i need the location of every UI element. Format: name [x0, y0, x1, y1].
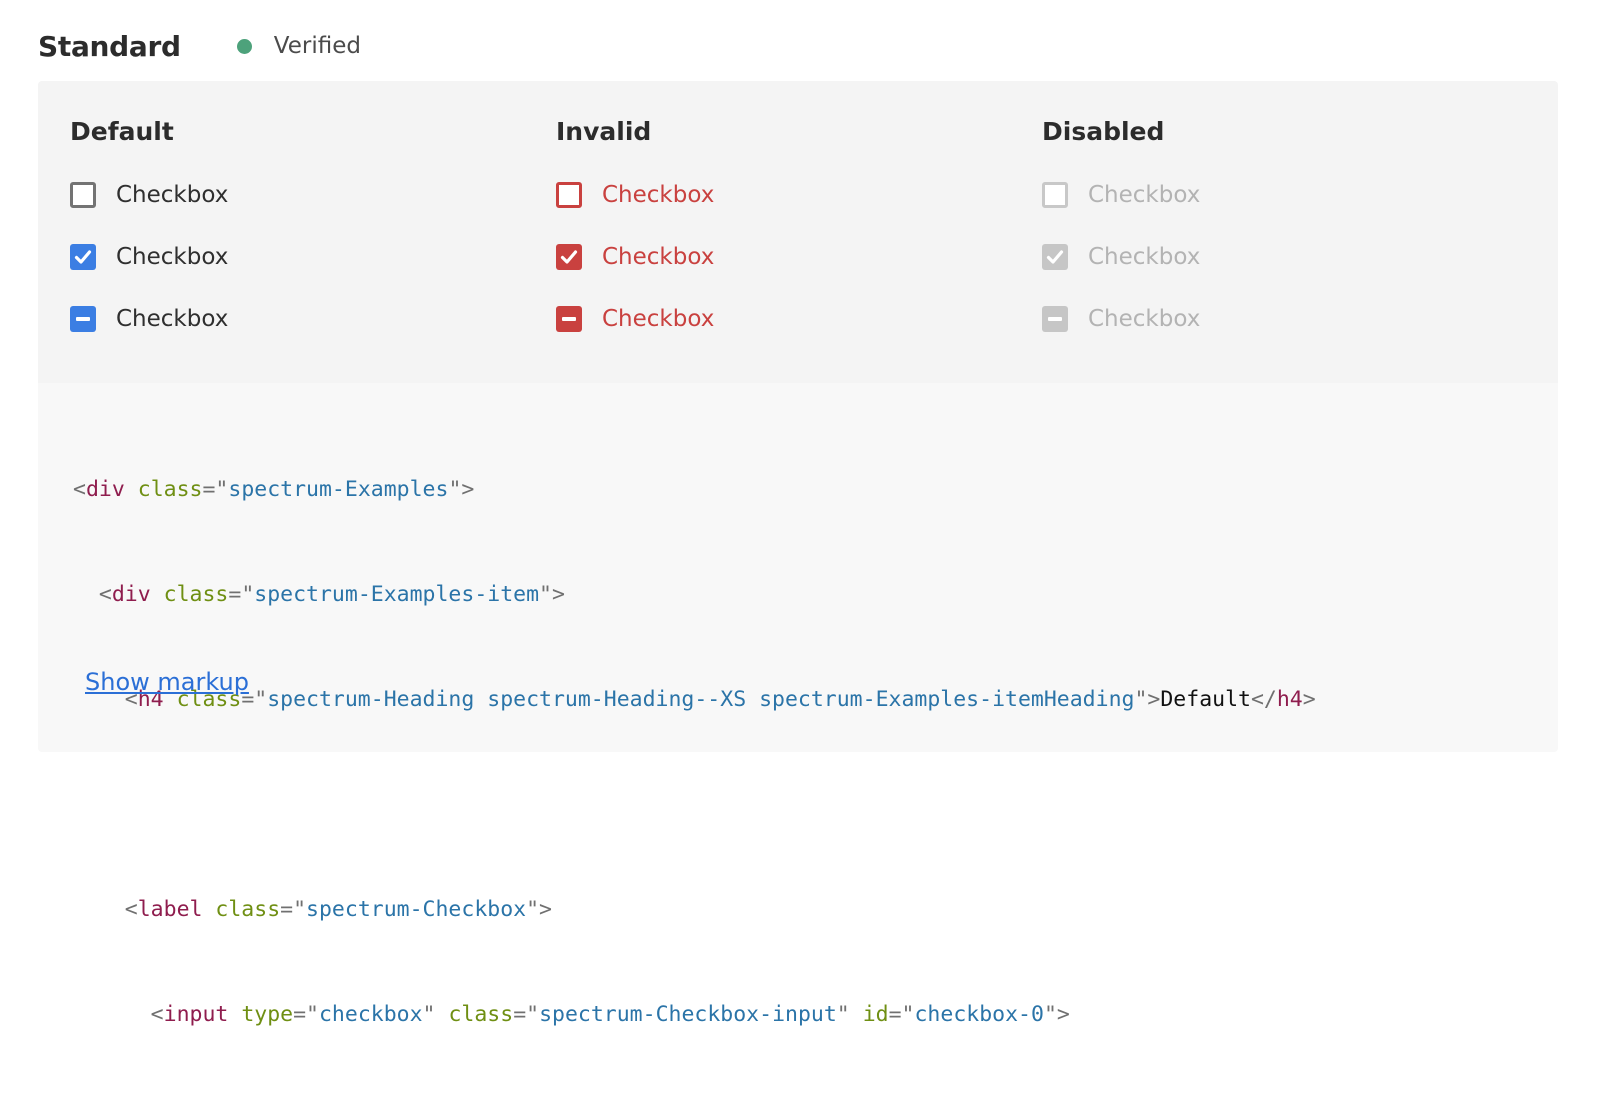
code-tag: input	[163, 1002, 229, 1027]
checkbox-disabled-indeterminate: Checkbox	[1042, 304, 1200, 334]
code-tag: div	[85, 477, 125, 502]
checkbox-box-indeterminate-icon[interactable]	[556, 306, 582, 332]
code-line: <label class="spectrum-Checkbox">	[124, 897, 552, 922]
section-header: Standard Verified	[38, 24, 361, 68]
code-attr: id	[862, 1002, 889, 1027]
checkbox-default-checked[interactable]: Checkbox	[70, 242, 228, 272]
code-value: checkbox-0	[914, 1002, 1044, 1027]
code-tag: label	[137, 897, 203, 922]
checkbox-box-icon	[1042, 182, 1068, 208]
code-value: checkbox	[318, 1002, 423, 1027]
checkmark-icon	[74, 249, 92, 265]
checkbox-box-indeterminate-icon[interactable]	[70, 306, 96, 332]
example-column-disabled: Disabled Checkbox Checkbox Checkbox	[1042, 117, 1200, 332]
code-snippet: <div class="spectrum-Examples"> <div cla…	[73, 402, 1316, 1102]
checkbox-label: Checkbox	[116, 244, 229, 270]
dash-icon	[76, 317, 90, 321]
code-tag: div	[111, 582, 151, 607]
code-attr: class	[215, 897, 281, 922]
status-dot-icon	[236, 38, 252, 54]
status-label: Verified	[273, 33, 361, 59]
checkbox-box-icon[interactable]	[556, 182, 582, 208]
checkbox-label: Checkbox	[1088, 306, 1201, 332]
example-column-invalid: Invalid Checkbox Checkbox Checkbox	[556, 117, 714, 332]
code-value: spectrum-Examples	[228, 477, 449, 502]
status-indicator: Verified	[236, 33, 361, 59]
code-attr: class	[163, 582, 229, 607]
checkbox-box-checked-icon[interactable]	[70, 244, 96, 270]
checkmark-icon	[560, 249, 578, 265]
column-heading: Default	[70, 117, 174, 146]
checkbox-invalid-checked[interactable]: Checkbox	[556, 242, 714, 272]
checkbox-box-icon[interactable]	[70, 182, 96, 208]
dash-icon	[1048, 317, 1062, 321]
checkbox-label: Checkbox	[602, 244, 715, 270]
code-line: <h4 class="spectrum-Heading spectrum-Hea…	[124, 687, 1316, 712]
code-attr: class	[448, 1002, 514, 1027]
example-column-default: Default Checkbox Checkbox Checkbox	[70, 117, 228, 332]
checkbox-box-checked-icon	[1042, 244, 1068, 270]
code-attr: type	[241, 1002, 294, 1027]
checkbox-label: Checkbox	[1088, 244, 1201, 270]
code-tag: h4	[1276, 687, 1303, 712]
code-line-blank	[73, 787, 1316, 822]
checkbox-label: Checkbox	[602, 306, 715, 332]
code-line: <div class="spectrum-Examples">	[73, 477, 475, 502]
checkbox-disabled-checked: Checkbox	[1042, 242, 1200, 272]
code-tag: h4	[137, 687, 164, 712]
checkbox-label: Checkbox	[602, 182, 715, 208]
show-markup-link[interactable]: Show markup	[85, 668, 249, 696]
code-value: spectrum-Checkbox-input	[539, 1002, 837, 1027]
checkbox-invalid-unchecked[interactable]: Checkbox	[556, 180, 714, 210]
code-line: <div class="spectrum-Examples-item">	[98, 582, 565, 607]
checkbox-invalid-indeterminate[interactable]: Checkbox	[556, 304, 714, 334]
code-value: spectrum-Heading spectrum-Heading--XS sp…	[267, 687, 1135, 712]
column-heading: Disabled	[1042, 117, 1165, 146]
column-heading: Invalid	[556, 117, 652, 146]
checkbox-default-indeterminate[interactable]: Checkbox	[70, 304, 228, 334]
examples-panel: Default Checkbox Checkbox Checkbox Inval…	[38, 81, 1558, 383]
checkbox-label: Checkbox	[116, 306, 229, 332]
checkbox-label: Checkbox	[1088, 182, 1201, 208]
code-attr: class	[176, 687, 242, 712]
checkmark-icon	[1046, 249, 1064, 265]
code-panel: <div class="spectrum-Examples"> <div cla…	[38, 383, 1558, 1027]
code-attr: class	[137, 477, 203, 502]
code-value: spectrum-Examples-item	[254, 582, 540, 607]
checkbox-default-unchecked[interactable]: Checkbox	[70, 180, 228, 210]
checkbox-box-checked-icon[interactable]	[556, 244, 582, 270]
checkbox-box-indeterminate-icon	[1042, 306, 1068, 332]
code-text: Default	[1160, 687, 1251, 712]
section-title: Standard	[38, 29, 181, 63]
checkbox-label: Checkbox	[116, 182, 229, 208]
checkbox-disabled-unchecked: Checkbox	[1042, 180, 1200, 210]
code-value: spectrum-Checkbox	[306, 897, 527, 922]
dash-icon	[562, 317, 576, 321]
code-line: <input type="checkbox" class="spectrum-C…	[150, 1002, 1070, 1027]
